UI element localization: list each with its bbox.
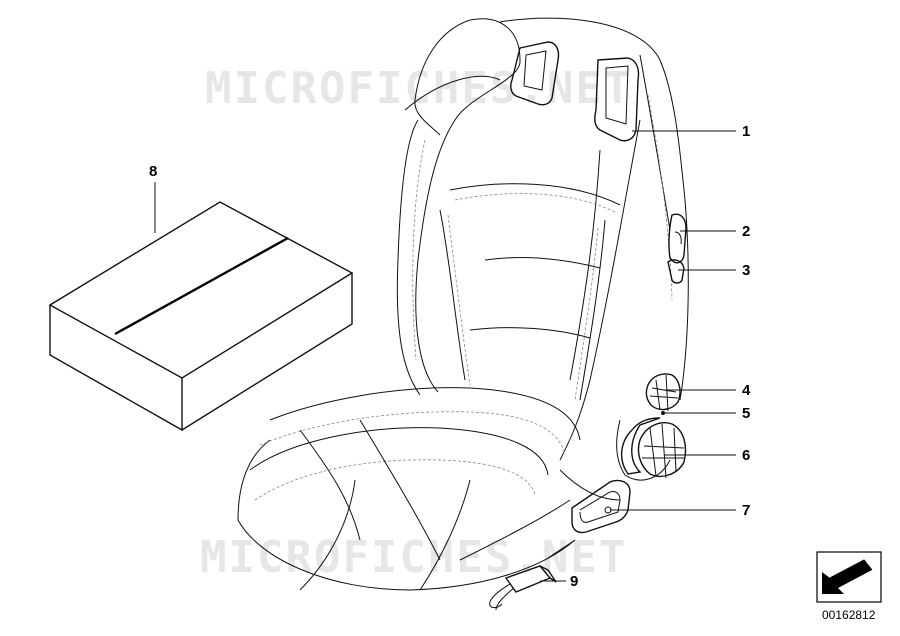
leader-lines xyxy=(154,130,736,582)
navigation-arrow-icon[interactable] xyxy=(816,551,882,603)
part-2-lever[interactable] xyxy=(668,213,687,264)
part-8-box[interactable] xyxy=(48,201,354,432)
part-6-adjustment-knob[interactable] xyxy=(621,417,687,479)
watermark-bottom: MICROFICHES.NET xyxy=(200,532,627,583)
callout-1[interactable]: 1 xyxy=(742,123,750,140)
callout-2[interactable]: 2 xyxy=(742,223,750,240)
part-4-knob[interactable] xyxy=(645,373,681,412)
document-number: 00162812 xyxy=(822,608,876,622)
callout-9[interactable]: 9 xyxy=(570,573,578,590)
callout-8[interactable]: 8 xyxy=(149,163,157,180)
watermark-top: MICROFICHES.NET xyxy=(205,63,632,114)
part-3-release-handle[interactable] xyxy=(667,259,685,284)
part-9-connector[interactable] xyxy=(489,565,557,611)
callout-5[interactable]: 5 xyxy=(742,405,750,422)
callout-6[interactable]: 6 xyxy=(742,447,750,464)
part-7-trim-panel[interactable] xyxy=(571,479,631,534)
callout-3[interactable]: 3 xyxy=(742,262,750,279)
callout-4[interactable]: 4 xyxy=(742,382,751,399)
callout-7[interactable]: 7 xyxy=(742,502,750,519)
